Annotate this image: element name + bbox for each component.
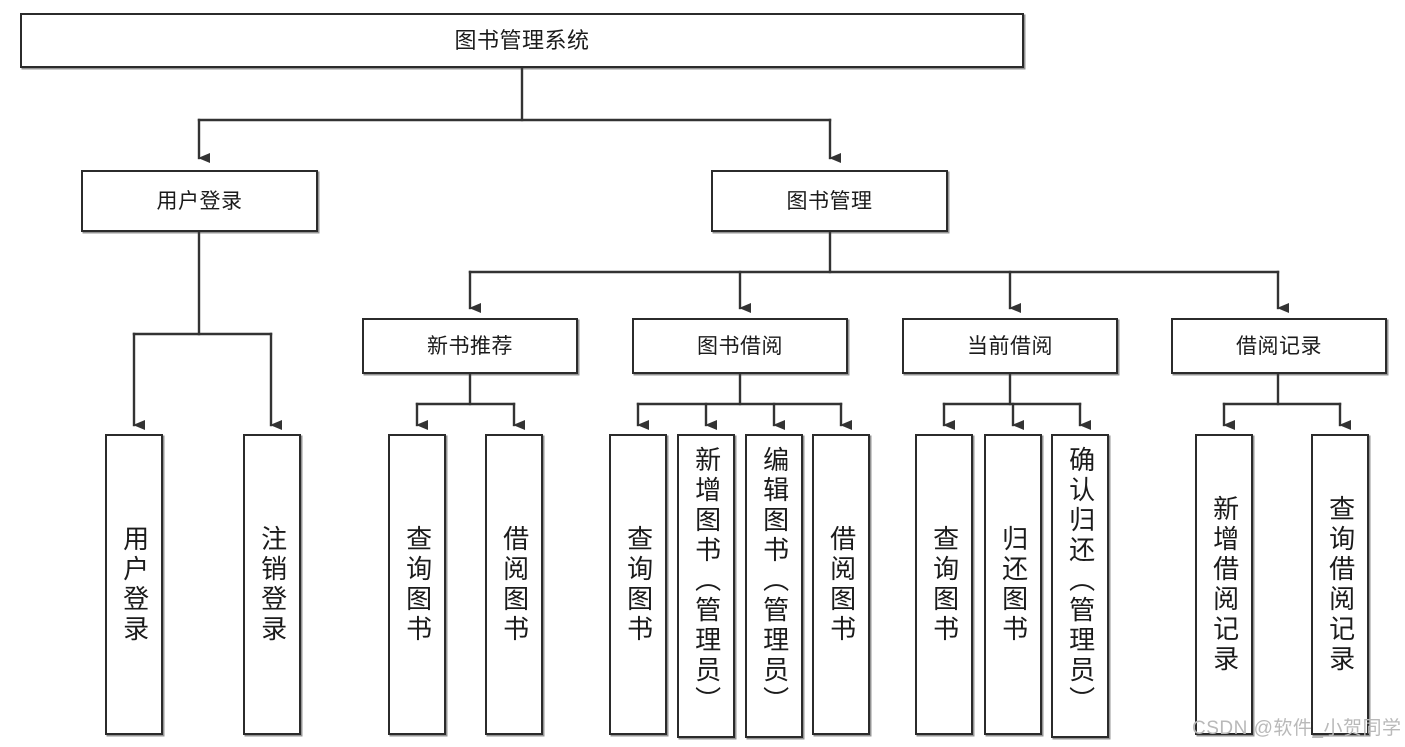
node-root-book-management-system[interactable]: 图书管理系统: [20, 13, 1024, 68]
node-label: 图书管理: [786, 189, 873, 213]
node-label: 查询图书: [929, 524, 960, 645]
node-label: 注销登录: [257, 524, 288, 645]
node-label: 新增图书（管理员）: [691, 446, 722, 716]
node-label: 借阅图书: [826, 524, 857, 645]
leaf-user-login-signin[interactable]: 用户登录: [105, 434, 163, 735]
node-label: 编辑图书（管理员）: [759, 446, 790, 716]
node-label: 图书管理系统: [454, 27, 590, 53]
node-current-borrow[interactable]: 当前借阅: [902, 318, 1118, 374]
leaf-user-login-signout[interactable]: 注销登录: [243, 434, 301, 735]
node-borrow-record[interactable]: 借阅记录: [1171, 318, 1387, 374]
node-book-borrow[interactable]: 图书借阅: [632, 318, 848, 374]
node-user-login[interactable]: 用户登录: [81, 170, 318, 232]
node-label: 归还图书: [998, 524, 1029, 645]
node-label: 查询借阅记录: [1325, 494, 1356, 675]
node-label: 用户登录: [156, 189, 243, 213]
node-label: 新增借阅记录: [1209, 494, 1240, 675]
node-book-management[interactable]: 图书管理: [711, 170, 948, 232]
node-label: 查询图书: [623, 524, 654, 645]
node-label: 查询图书: [402, 524, 433, 645]
node-label: 图书借阅: [697, 334, 783, 358]
node-label: 当前借阅: [967, 334, 1053, 358]
leaf-current-borrow-return-book[interactable]: 归还图书: [984, 434, 1042, 735]
node-new-book-recommend[interactable]: 新书推荐: [362, 318, 578, 374]
leaf-book-borrow-edit-book-admin[interactable]: 编辑图书（管理员）: [745, 434, 803, 738]
leaf-current-borrow-confirm-return-admin[interactable]: 确认归还（管理员）: [1051, 434, 1109, 738]
leaf-book-borrow-borrow-book[interactable]: 借阅图书: [812, 434, 870, 735]
node-label: 新书推荐: [427, 334, 513, 358]
leaf-new-book-borrow-book[interactable]: 借阅图书: [485, 434, 543, 735]
leaf-borrow-record-add-record[interactable]: 新增借阅记录: [1195, 434, 1253, 735]
leaf-borrow-record-query-record[interactable]: 查询借阅记录: [1311, 434, 1369, 735]
leaf-book-borrow-query-book[interactable]: 查询图书: [609, 434, 667, 735]
leaf-new-book-query-book[interactable]: 查询图书: [388, 434, 446, 735]
node-label: 用户登录: [119, 524, 150, 645]
node-label: 确认归还（管理员）: [1065, 446, 1096, 716]
node-label: 借阅记录: [1236, 334, 1322, 358]
leaf-book-borrow-add-book-admin[interactable]: 新增图书（管理员）: [677, 434, 735, 738]
node-label: 借阅图书: [499, 524, 530, 645]
leaf-current-borrow-query-book[interactable]: 查询图书: [915, 434, 973, 735]
